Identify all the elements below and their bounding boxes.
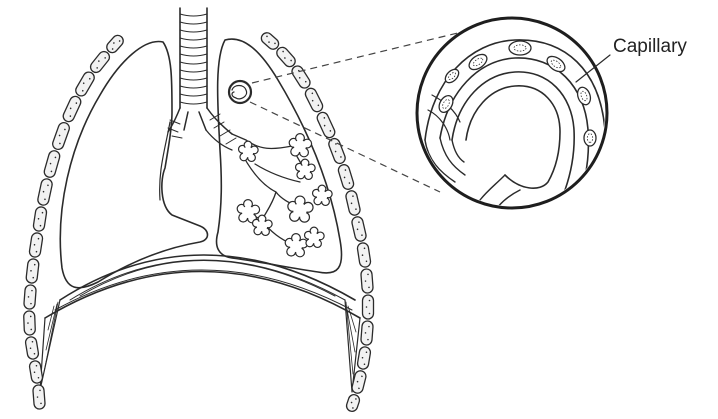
rib-segment-icon xyxy=(61,95,82,124)
rib-segment-icon xyxy=(29,360,44,384)
rib-segment-icon xyxy=(361,269,374,294)
rib-segment-icon xyxy=(24,285,37,310)
alveolus-cluster-icon xyxy=(288,196,313,222)
rib-segment-icon xyxy=(351,216,367,243)
alveolus-clusters xyxy=(237,134,332,257)
rib-segment-icon xyxy=(275,45,298,69)
rib-segment-icon xyxy=(33,385,46,410)
rib-segment-icon xyxy=(363,295,374,319)
rib-segment-icon xyxy=(259,31,281,52)
capillary-label: Capillary xyxy=(613,36,687,57)
rib-segment-icon xyxy=(345,393,361,413)
rib-segment-icon xyxy=(24,311,36,335)
rib-segment-icon xyxy=(361,321,374,346)
rib-segment-icon xyxy=(33,206,48,232)
rib-segment-icon xyxy=(345,190,361,217)
rib-segment-icon xyxy=(105,33,126,55)
magnified-alveolus xyxy=(417,18,607,215)
rib-segment-icon xyxy=(43,149,61,178)
rib-segment-icon xyxy=(37,178,53,206)
rib-segment-icon xyxy=(26,258,40,283)
rib-segment-icon xyxy=(51,121,71,151)
rib-segment-icon xyxy=(88,49,111,74)
rib-segment-icon xyxy=(290,64,312,90)
alveolus-cluster-icon xyxy=(285,234,307,257)
alveolus-cluster-icon xyxy=(305,227,325,247)
rib-segment-icon xyxy=(357,242,372,268)
rib-segment-icon xyxy=(74,70,96,98)
rib-chain-left xyxy=(24,33,126,409)
rib-segment-icon xyxy=(327,137,347,165)
diaphragm xyxy=(40,255,360,392)
red-blood-cell-icon xyxy=(584,130,596,146)
red-blood-cell-icon xyxy=(509,41,531,55)
rib-segment-icon xyxy=(304,86,325,113)
alveolus-cluster-icon xyxy=(296,159,316,179)
trachea xyxy=(180,8,207,108)
rib-segment-icon xyxy=(29,232,44,258)
alveolus-cluster-icon xyxy=(313,185,333,205)
zoom-source-circle xyxy=(229,81,251,103)
rib-segment-icon xyxy=(337,163,355,190)
alveolus-cluster-icon xyxy=(239,141,259,161)
bronchi xyxy=(168,108,246,150)
rib-segment-icon xyxy=(357,346,372,370)
rib-segment-icon xyxy=(25,336,40,360)
